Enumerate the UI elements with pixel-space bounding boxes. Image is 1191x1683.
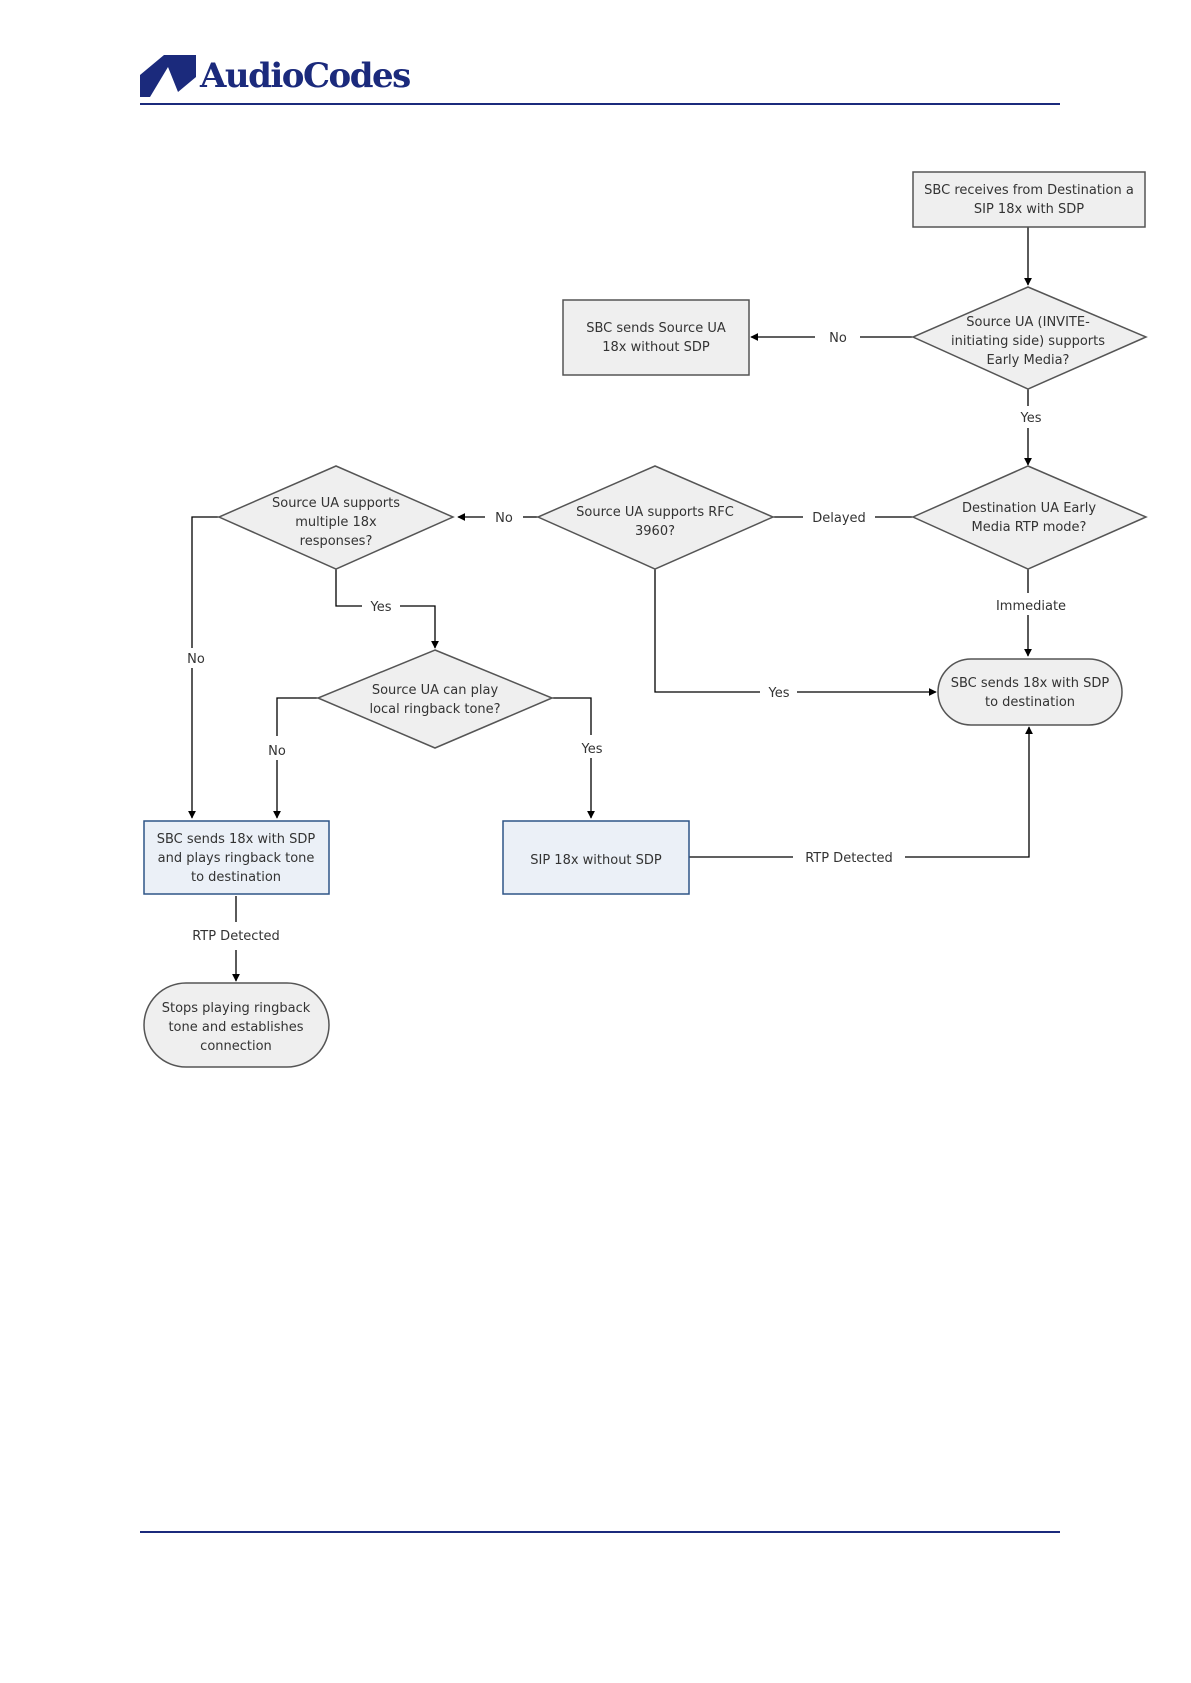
- connector-rtp-right-b: [905, 726, 1033, 858]
- connector-local-yes-a: [552, 697, 592, 735]
- connector-rfc-yes-a: [654, 569, 760, 693]
- header-rule: [140, 103, 1060, 105]
- node-text-line: and plays ringback tone: [158, 851, 315, 866]
- node-supports-early-diamond: [911, 286, 1148, 390]
- label-delayed: Delayed: [812, 511, 866, 526]
- node-text-line: 3960?: [635, 524, 675, 539]
- node-text-line: local ringback tone?: [369, 702, 500, 717]
- node-text-line: to destination: [985, 695, 1075, 710]
- node-receive-text: SBC receives from Destination a SIP 18x w…: [924, 183, 1134, 217]
- node-text-line: Source UA supports: [272, 496, 400, 511]
- node-text-line: tone and establishes: [168, 1020, 303, 1035]
- node-text-line: 18x without SDP: [602, 340, 710, 355]
- label-multiple-no: No: [187, 652, 205, 667]
- label-local-yes: Yes: [581, 742, 603, 757]
- node-plays-ringback-box: [143, 820, 330, 895]
- node-receive-box: [912, 171, 1146, 228]
- label-rfc-yes: Yes: [768, 686, 790, 701]
- logo-mark-icon: [140, 55, 196, 97]
- node-rfc3960-diamond: [536, 465, 775, 570]
- node-text-line: Source UA can play: [372, 683, 499, 698]
- node-multiple-18x-diamond: [217, 465, 455, 570]
- node-text-line: SBC sends Source UA: [586, 321, 726, 336]
- label-early-yes: Yes: [1020, 411, 1042, 426]
- node-text-line: to destination: [191, 870, 281, 885]
- node-sends-with-sdp-terminal: [937, 658, 1123, 726]
- node-text-line: Source UA (INVITE-: [966, 315, 1090, 330]
- connector-multiple-yes-a: [335, 569, 362, 607]
- node-text-line: connection: [200, 1039, 272, 1054]
- connector-local-no-a: [276, 697, 318, 736]
- label-immediate: Immediate: [996, 599, 1066, 614]
- node-text-line: initiating side) supports: [951, 334, 1105, 349]
- node-multiple-18x-text: Source UA supports multiple 18x responses?: [272, 496, 400, 549]
- node-text-line: SBC receives from Destination a: [924, 183, 1134, 198]
- node-sip18x-box: [502, 820, 690, 895]
- node-stops-terminal: [143, 982, 330, 1068]
- node-sip18x-text: SIP 18x without SDP: [530, 853, 662, 868]
- node-rtp-mode-diamond: [911, 465, 1148, 570]
- footer-rule: [140, 1531, 1060, 1533]
- label-rfc-no: No: [495, 511, 513, 526]
- node-text-line: Destination UA Early: [962, 501, 1096, 516]
- node-stops-text: Stops playing ringback tone and establish…: [162, 1001, 311, 1054]
- node-text-line: responses?: [300, 534, 373, 549]
- node-sends-no-sdp-box: [562, 299, 750, 376]
- node-text-line: Media RTP mode?: [972, 520, 1087, 535]
- brand-name: AudioCodes: [200, 56, 411, 96]
- label-rtp-detected-right: RTP Detected: [805, 851, 893, 866]
- node-text-line: SBC sends 18x with SDP: [157, 832, 316, 847]
- node-local-ringback-text: Source UA can play local ringback tone?: [369, 683, 500, 717]
- node-local-ringback-diamond: [316, 649, 554, 749]
- node-supports-early-text: Source UA (INVITE-initiating side) suppo…: [951, 315, 1105, 368]
- connector-multiple-yes-b: [400, 605, 439, 649]
- node-text-line: SIP 18x without SDP: [530, 853, 662, 868]
- label-rtp-detected-left: RTP Detected: [192, 929, 280, 944]
- node-sends-with-sdp-text: SBC sends 18x with SDP to destination: [951, 676, 1110, 710]
- label-early-no: No: [829, 331, 847, 346]
- label-local-no: No: [268, 744, 286, 759]
- node-text-line: Early Media?: [987, 353, 1070, 368]
- node-text-line: Source UA supports RFC: [576, 505, 734, 520]
- node-sends-no-sdp-text: SBC sends Source UA 18x without SDP: [586, 321, 726, 355]
- node-text-line: SIP 18x with SDP: [974, 202, 1084, 217]
- node-rfc3960-text: Source UA supports RFC 3960?: [576, 505, 734, 539]
- node-text-line: multiple 18x: [295, 515, 377, 530]
- node-text-line: SBC sends 18x with SDP: [951, 676, 1110, 691]
- node-text-line: Stops playing ringback: [162, 1001, 311, 1016]
- node-plays-ringback-text: SBC sends 18x with SDP and plays ringback…: [157, 832, 316, 885]
- label-multiple-yes: Yes: [370, 600, 392, 615]
- connector-multiple-no-a: [191, 516, 219, 648]
